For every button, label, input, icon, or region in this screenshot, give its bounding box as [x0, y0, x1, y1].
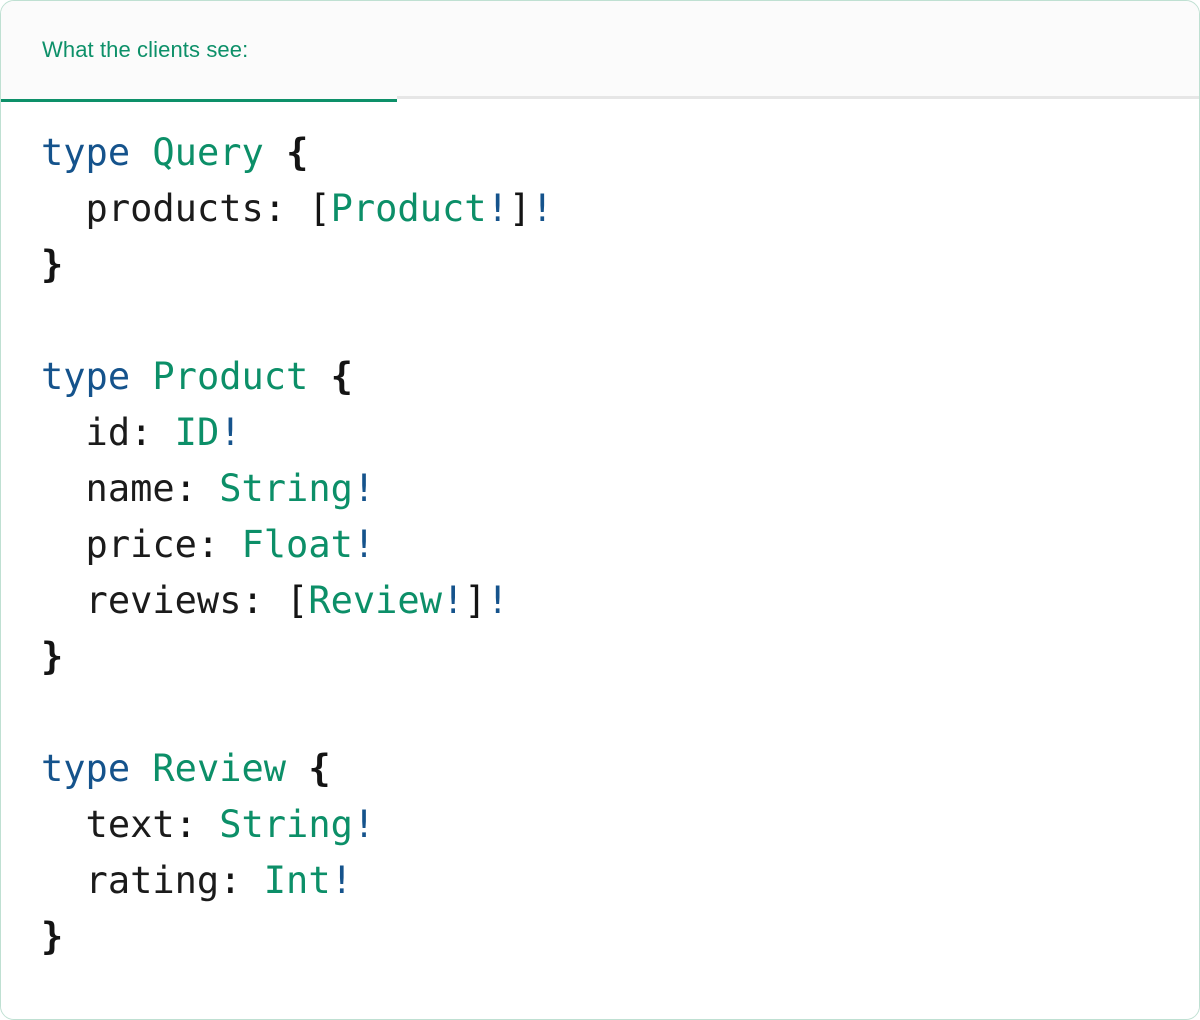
tab-what-the-clients-see[interactable]: What the clients see:: [1, 1, 397, 102]
code-token-type: Review: [308, 579, 442, 622]
code-token-brace: {: [308, 747, 331, 790]
tab-label: What the clients see:: [42, 37, 249, 62]
code-token-punct: ]: [508, 187, 532, 230]
code-token-bang: !: [352, 467, 376, 510]
code-line: }: [41, 629, 1199, 685]
code-token-field: id: [41, 411, 131, 454]
code-token-keyword: type: [41, 355, 131, 398]
code-token-brace: }: [41, 915, 64, 958]
graphql-schema-code[interactable]: type Query { products: [Product!]! } typ…: [1, 125, 1199, 965]
code-token-type: Product: [330, 187, 487, 230]
code-line: type Review {: [41, 741, 1199, 797]
code-token-field: products: [41, 187, 264, 230]
code-token-punct: :: [130, 411, 175, 454]
code-token-punct: :: [263, 187, 309, 230]
code-line: text: String!: [41, 797, 1199, 853]
code-token-punct: :: [174, 803, 220, 846]
code-token-field: reviews: [41, 579, 242, 622]
code-line: id: ID!: [41, 405, 1199, 461]
code-line: [41, 293, 1199, 349]
code-token-plain: [130, 131, 152, 174]
code-token-keyword: type: [41, 131, 131, 174]
code-token-punct: ]: [464, 579, 487, 622]
code-token-type: ID: [174, 411, 220, 454]
code-line: type Query {: [41, 125, 1199, 181]
code-line: }: [41, 909, 1199, 965]
code-token-bang: !: [330, 859, 353, 902]
code-token-field: name: [41, 467, 175, 510]
code-line: products: [Product!]!: [41, 181, 1199, 237]
code-token-keyword: type: [41, 747, 131, 790]
code-token-type: Review: [152, 747, 287, 790]
code-token-bang: !: [486, 579, 509, 622]
code-token-brace: }: [41, 635, 64, 678]
code-line: name: String!: [41, 461, 1199, 517]
code-token-punct: [: [308, 187, 331, 230]
code-token-bang: !: [352, 803, 376, 846]
code-line: reviews: [Review!]!: [41, 573, 1199, 629]
tab-strip: What the clients see:: [1, 1, 1199, 102]
code-line: price: Float!: [41, 517, 1199, 573]
code-token-punct: :: [241, 579, 287, 622]
code-token-type: Product: [152, 355, 309, 398]
code-token-field: text: [41, 803, 175, 846]
code-token-type: Int: [263, 859, 331, 902]
code-token-bang: !: [352, 523, 376, 566]
code-token-field: price: [41, 523, 197, 566]
code-token-type: Query: [152, 131, 264, 174]
code-token-type: Float: [241, 523, 353, 566]
code-token-plain: [286, 747, 308, 790]
code-token-field: rating: [41, 859, 220, 902]
code-token-bang: !: [486, 187, 509, 230]
code-token-type: String: [219, 803, 353, 846]
code-line: type Product {: [41, 349, 1199, 405]
code-token-punct: :: [174, 467, 220, 510]
code-token-bang: !: [531, 187, 554, 230]
code-line: [41, 685, 1199, 741]
code-token-punct: :: [219, 859, 264, 902]
code-token-brace: }: [41, 243, 64, 286]
code-token-type: String: [219, 467, 353, 510]
code-token-brace: {: [286, 131, 309, 174]
code-token-bang: !: [219, 411, 242, 454]
code-token-bang: !: [441, 579, 465, 622]
code-token-punct: [: [286, 579, 309, 622]
code-token-plain: [130, 355, 152, 398]
code-token-plain: [308, 355, 330, 398]
tab-active-underline: [1, 99, 397, 102]
code-token-punct: :: [196, 523, 242, 566]
code-line: rating: Int!: [41, 853, 1199, 909]
code-line: }: [41, 237, 1199, 293]
code-token-plain: [264, 131, 286, 174]
code-panel: type Query { products: [Product!]! } typ…: [1, 99, 1199, 1018]
code-token-brace: {: [330, 355, 353, 398]
code-token-plain: [130, 747, 152, 790]
